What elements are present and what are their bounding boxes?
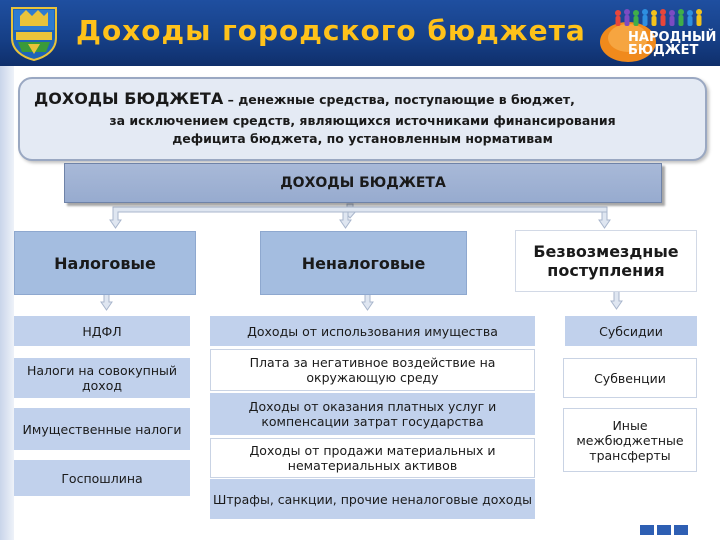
nontax-item-fines: Штрафы, санкции, прочие неналоговые дохо… <box>210 479 535 519</box>
logo-text-line1: НАРОДНЫЙ <box>628 30 717 45</box>
gratuitous-item-other-transfers: Иные межбюджетные трансферты <box>563 408 697 472</box>
page-title: Доходы городского бюджета <box>76 14 586 47</box>
budget-revenue-main-box: ДОХОДЫ БЮДЖЕТА <box>64 163 662 203</box>
left-decor-strip <box>0 66 14 540</box>
definition-text-3: дефицита бюджета, по установленным норма… <box>172 131 553 146</box>
definition-text-1: – денежные средства, поступающие в бюдже… <box>223 92 575 107</box>
nontax-item-environment-fee: Плата за негативное воздействие на окруж… <box>210 349 535 391</box>
gratuitous-item-subventions: Субвенции <box>563 358 697 398</box>
tax-item-state-duty: Госпошлина <box>14 460 190 496</box>
tax-item-ndfl: НДФЛ <box>14 316 190 346</box>
nontax-item-property-use: Доходы от использования имущества <box>210 316 535 346</box>
decor-square-3 <box>674 525 688 535</box>
category-gratuitous: Безвозмездные поступления <box>515 230 697 292</box>
logo-text-line2: БЮДЖЕТ <box>628 43 699 58</box>
definition-box: ДОХОДЫ БЮДЖЕТА – денежные средства, пост… <box>18 77 707 161</box>
definition-term: ДОХОДЫ БЮДЖЕТА <box>34 89 224 108</box>
header-bar <box>0 0 720 66</box>
decor-square-1 <box>640 525 654 535</box>
nontax-item-paid-services: Доходы от оказания платных услуг и компе… <box>210 393 535 435</box>
gratuitous-item-subsidies: Субсидии <box>565 316 697 346</box>
category-tax: Налоговые <box>14 231 196 295</box>
category-nontax: Неналоговые <box>260 231 467 295</box>
decor-square-2 <box>657 525 671 535</box>
tax-item-aggregate-income: Налоги на совокупный доход <box>14 358 190 398</box>
city-crest-icon <box>11 7 57 62</box>
tax-item-property: Имущественные налоги <box>14 408 190 450</box>
definition-text-2: за исключением средств, являющихся источ… <box>109 113 616 128</box>
definition-line1: ДОХОДЫ БЮДЖЕТА – денежные средства, пост… <box>34 89 575 108</box>
people-budget-logo-icon <box>600 9 702 62</box>
nontax-item-asset-sales: Доходы от продажи материальных и нематер… <box>210 438 535 478</box>
